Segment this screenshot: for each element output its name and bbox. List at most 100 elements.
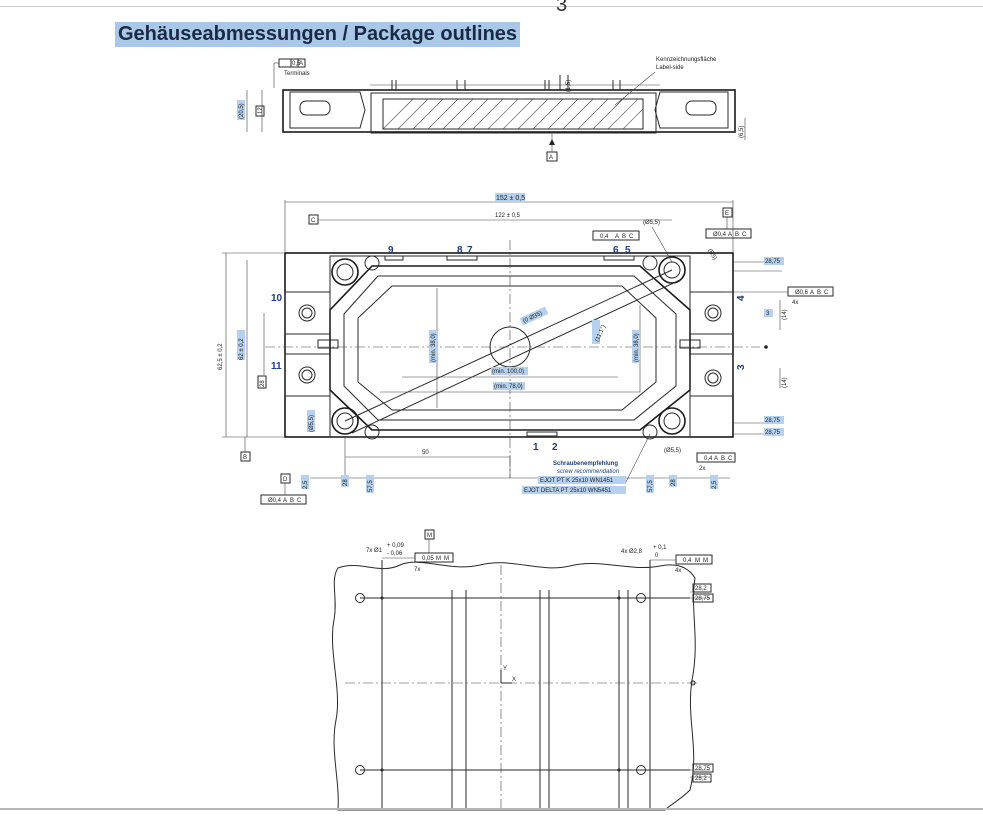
pin-2: 2 bbox=[552, 442, 558, 453]
side-tol-value: 0,5 bbox=[292, 61, 301, 67]
label-area-text: Kennzeichnungsfläche bbox=[656, 57, 717, 63]
tol-bottom-left-c: C bbox=[297, 498, 302, 504]
tol-frame-bottom-left bbox=[260, 494, 307, 505]
dim-28-left: 28 bbox=[260, 380, 266, 387]
tol-frame-hole-left bbox=[414, 552, 454, 563]
bottom-dim-5: 2,5 bbox=[712, 480, 718, 489]
terminal-3 bbox=[689, 353, 734, 397]
tol-frame-terminal bbox=[787, 286, 834, 297]
tol-terminal-b: B bbox=[817, 290, 821, 296]
hole-right-spec: 4x Ø2,8 bbox=[621, 549, 643, 555]
hole-right-dim-bottom-1: 28,2 bbox=[695, 776, 707, 782]
top-pin-strips bbox=[317, 255, 701, 437]
dim-min-w: (min. 100,0) bbox=[492, 369, 524, 375]
terminals-label: Terminals bbox=[284, 71, 310, 77]
hole-left-plus: + 0,09 bbox=[387, 543, 405, 549]
side-view: 0,5 A Terminals Kennzeichnungsfläche Lab… bbox=[237, 57, 746, 162]
pin-4: 4 bbox=[736, 295, 747, 301]
mounting-holes bbox=[331, 255, 686, 440]
right-dim-3: 28,75 bbox=[765, 430, 781, 436]
board-outline bbox=[331, 561, 696, 811]
tol-bottom-right-b: B bbox=[721, 456, 725, 462]
right-dim-2: 28,75 bbox=[765, 418, 781, 424]
dim-height: (20,5) bbox=[239, 103, 245, 119]
bottom-dim-1: 28 bbox=[343, 479, 349, 486]
datum-e-box bbox=[722, 207, 733, 218]
side-left-block bbox=[289, 91, 366, 129]
tol-terminal-a: A bbox=[810, 290, 814, 296]
bottom-dim-4: 28 bbox=[671, 479, 677, 486]
tol-pos-left-c: C bbox=[629, 234, 634, 240]
hole-right-plus: + 0,1 bbox=[653, 545, 667, 551]
tol-frame-hole-right bbox=[675, 554, 713, 565]
dim-r: (R5) bbox=[706, 248, 717, 261]
dim-width-overall: 152 ± 0,5 bbox=[496, 195, 525, 202]
tol-hole-top-b: B bbox=[735, 232, 739, 238]
count-4x: 4x bbox=[792, 300, 798, 306]
tol-frame-top-left bbox=[592, 230, 640, 241]
dim-height-inner: 62 ± 0,2 bbox=[239, 338, 245, 360]
pin-8: 8 bbox=[457, 245, 463, 256]
dia-top: (Ø5,5) bbox=[643, 220, 660, 226]
frame-mid bbox=[343, 275, 677, 421]
tol-pos-left-b: B bbox=[622, 234, 626, 240]
tol-left-m2: M bbox=[444, 556, 449, 562]
side-left-slot bbox=[299, 100, 331, 116]
pin-3: 3 bbox=[736, 364, 747, 370]
axis-y: Y bbox=[503, 666, 507, 672]
top-view: (min. 38,0) (min. 38,0) (min. 100,0) (mi… bbox=[218, 193, 834, 505]
pin-1: 1 bbox=[533, 442, 539, 453]
diagonal-line-2 bbox=[351, 279, 681, 434]
hole-left-spec: 7x Ø1 bbox=[366, 548, 383, 554]
dim-min-h-left: (min. 38,0) bbox=[431, 333, 437, 362]
tol-bottom-right-a: A bbox=[714, 456, 718, 462]
datum-m-box bbox=[424, 529, 435, 540]
tol-bottom-left-val: Ø0,4 bbox=[268, 498, 282, 504]
frame-outer bbox=[329, 265, 691, 431]
tol-bottom-left-a: A bbox=[283, 498, 287, 504]
pin-10: 10 bbox=[271, 293, 283, 304]
tol-pos-left-a: A bbox=[615, 234, 619, 240]
datum-a: A bbox=[549, 155, 553, 161]
side-pins bbox=[391, 75, 621, 90]
pin-5: 5 bbox=[625, 245, 631, 256]
tol-hole-top-val: Ø0,4 bbox=[713, 232, 727, 238]
frame-inner bbox=[357, 285, 657, 411]
tol-frame-bottom-right bbox=[696, 452, 736, 463]
dia-left: (Ø5,5) bbox=[309, 415, 315, 432]
datum-d-box bbox=[280, 473, 291, 484]
screw-2: EJOT DELTA PT 25x10 WN5451 bbox=[524, 488, 612, 494]
tol-bottom-left-b: B bbox=[290, 498, 294, 504]
side-body bbox=[282, 89, 736, 133]
side-hatch-frame bbox=[382, 98, 644, 130]
hole-left-minus: - 0,06 bbox=[387, 551, 403, 557]
pin-11: 11 bbox=[271, 361, 282, 372]
tol-frame-top-right bbox=[705, 228, 752, 239]
datum-a-box bbox=[546, 151, 558, 162]
side-tol-datum: A bbox=[299, 61, 303, 67]
datum-d: D bbox=[283, 477, 288, 483]
dim-inner: 12 bbox=[258, 107, 264, 114]
hole-left-count: 7x bbox=[414, 567, 420, 573]
terminal-11 bbox=[284, 353, 331, 397]
bottom-rule bbox=[0, 808, 983, 810]
dia-bottom: (Ø5,5) bbox=[664, 448, 681, 454]
screw-title: Schraubenempfehlung bbox=[553, 461, 618, 467]
tol-right-m2: M bbox=[703, 558, 708, 564]
dim-right: (6,5) bbox=[739, 126, 745, 138]
screw-leader bbox=[625, 433, 651, 483]
diagonal-line bbox=[344, 269, 673, 422]
dim-width-inner: 122 ± 0,5 bbox=[495, 213, 521, 219]
pattern-holes bbox=[355, 593, 696, 775]
count-2x: 2x bbox=[699, 466, 705, 472]
label-leader bbox=[614, 71, 656, 106]
screw-subtitle: screw recommendation bbox=[557, 469, 620, 475]
pin-7: 7 bbox=[467, 245, 473, 256]
tol-right-val: 0,4 bbox=[683, 558, 692, 564]
datum-m: M bbox=[427, 533, 432, 539]
datum-c: C bbox=[311, 218, 316, 224]
hole-right-minus: 0 bbox=[655, 553, 659, 559]
tol-right-m1: M bbox=[695, 558, 700, 564]
top-rule bbox=[0, 6, 983, 7]
